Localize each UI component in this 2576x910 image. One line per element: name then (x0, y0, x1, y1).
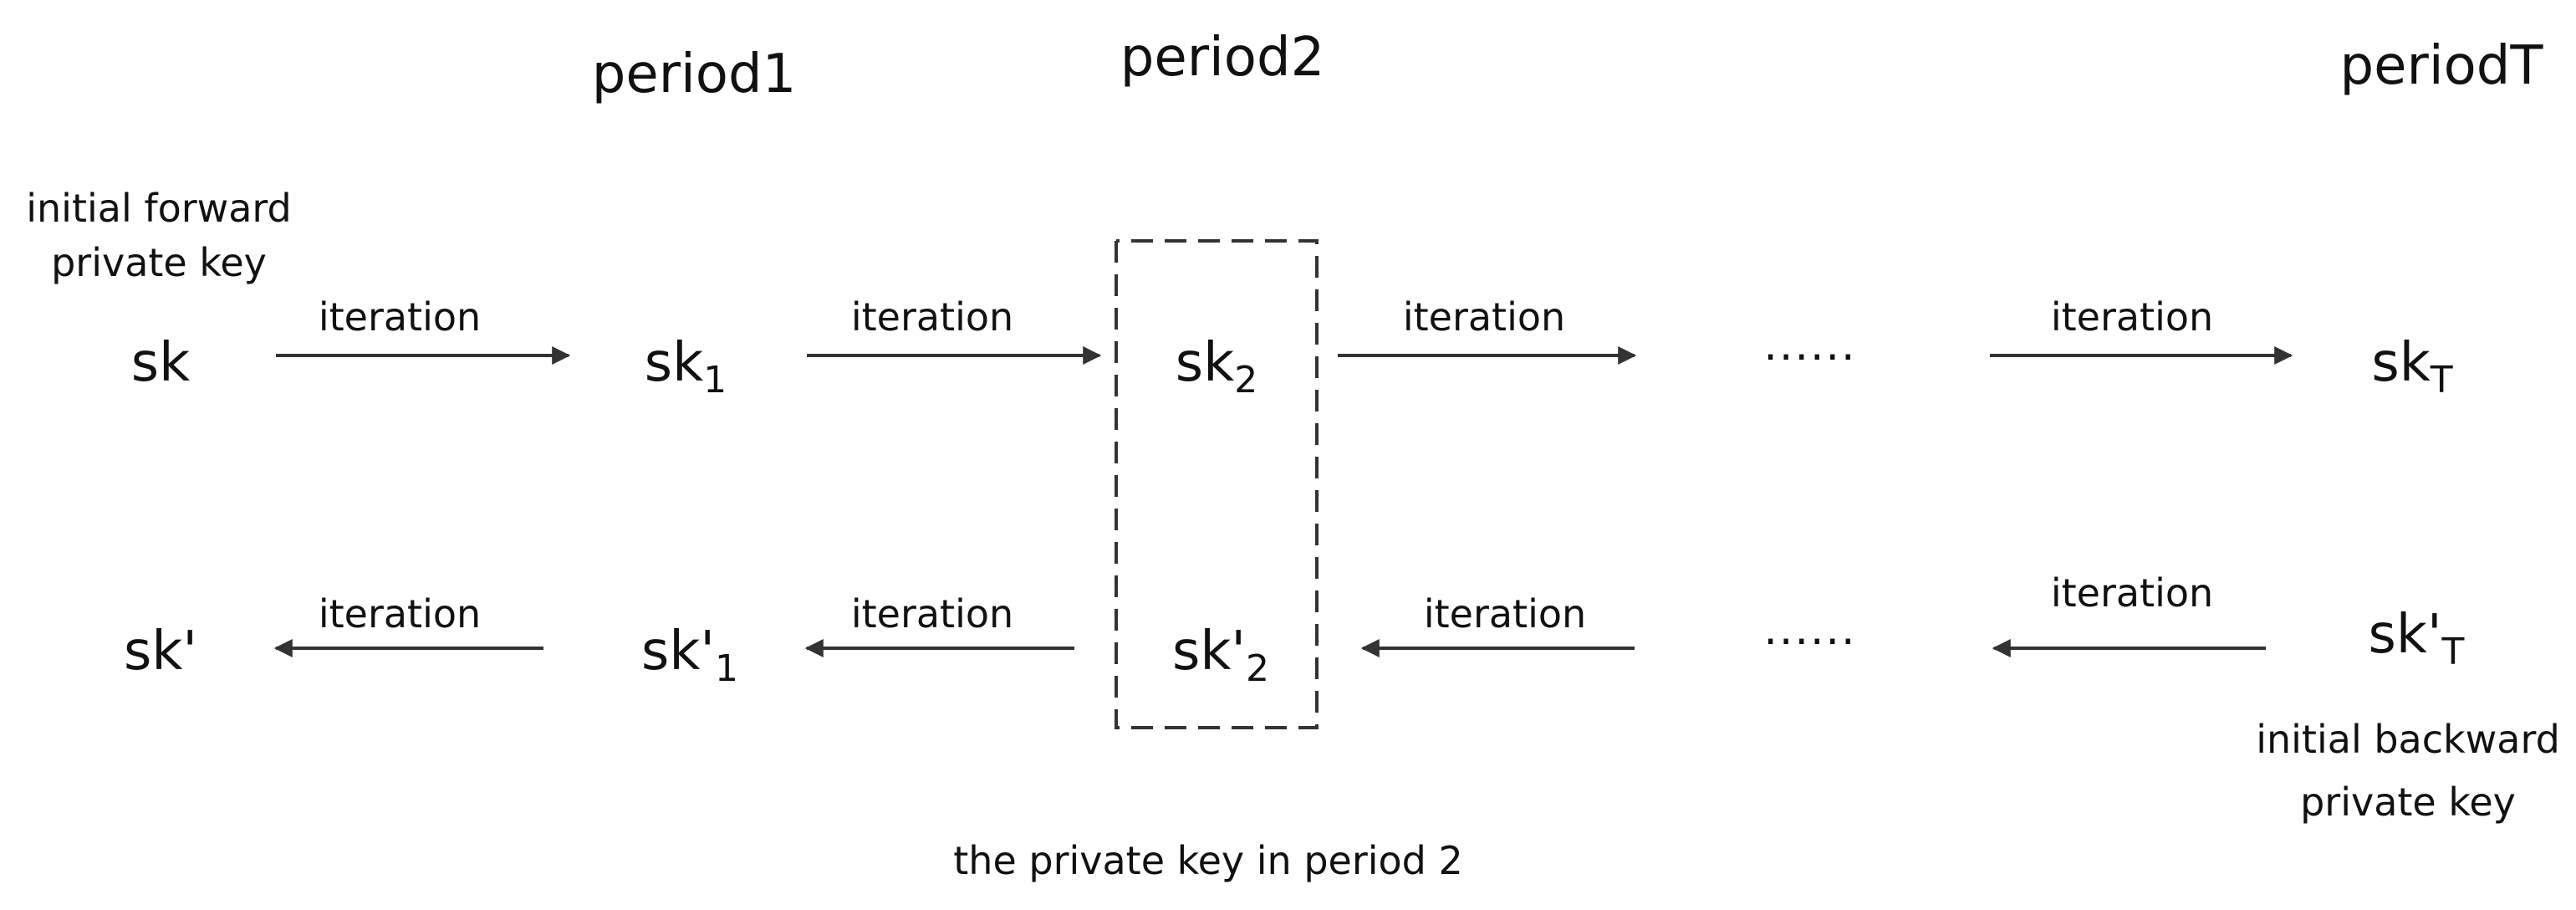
forward-edge-label-3: iteration (1403, 294, 1565, 340)
backward-edge-label-1: iteration (319, 591, 481, 636)
node-sk-prime-t: sk'T (2369, 604, 2465, 673)
forward-edge-label-1: iteration (319, 294, 481, 340)
node-sk-t: skT (2371, 332, 2452, 401)
initial-forward-note-line2: private key (51, 240, 267, 285)
initial-backward-note-line1: initial backward (2256, 717, 2560, 762)
period-t-label: periodT (2340, 35, 2544, 97)
forward-ellipsis: ...... (1763, 320, 1856, 371)
period2-highlight-box (1115, 239, 1319, 729)
node-sk-2: sk2 (1176, 332, 1257, 401)
initial-backward-note-line2: private key (2300, 780, 2516, 825)
node-sk-prime-2: sk'2 (1172, 621, 1269, 690)
forward-edge-label-2: iteration (851, 294, 1013, 340)
node-sk-prime-1: sk'1 (641, 621, 738, 690)
period2-caption: the private key in period 2 (953, 838, 1463, 883)
node-sk: sk (131, 332, 190, 394)
backward-edge-label-4: iteration (2051, 570, 2213, 616)
node-sk-prime: sk' (124, 621, 197, 682)
period-1-label: period1 (592, 43, 797, 105)
backward-edge-label-2: iteration (851, 591, 1013, 636)
forward-edge-label-4: iteration (2051, 294, 2213, 340)
backward-edge-label-3: iteration (1424, 591, 1586, 636)
node-sk-1: sk1 (645, 332, 727, 401)
period-2-label: period2 (1120, 27, 1325, 89)
initial-forward-note-line1: initial forward (26, 186, 292, 231)
backward-ellipsis: ...... (1763, 605, 1856, 655)
